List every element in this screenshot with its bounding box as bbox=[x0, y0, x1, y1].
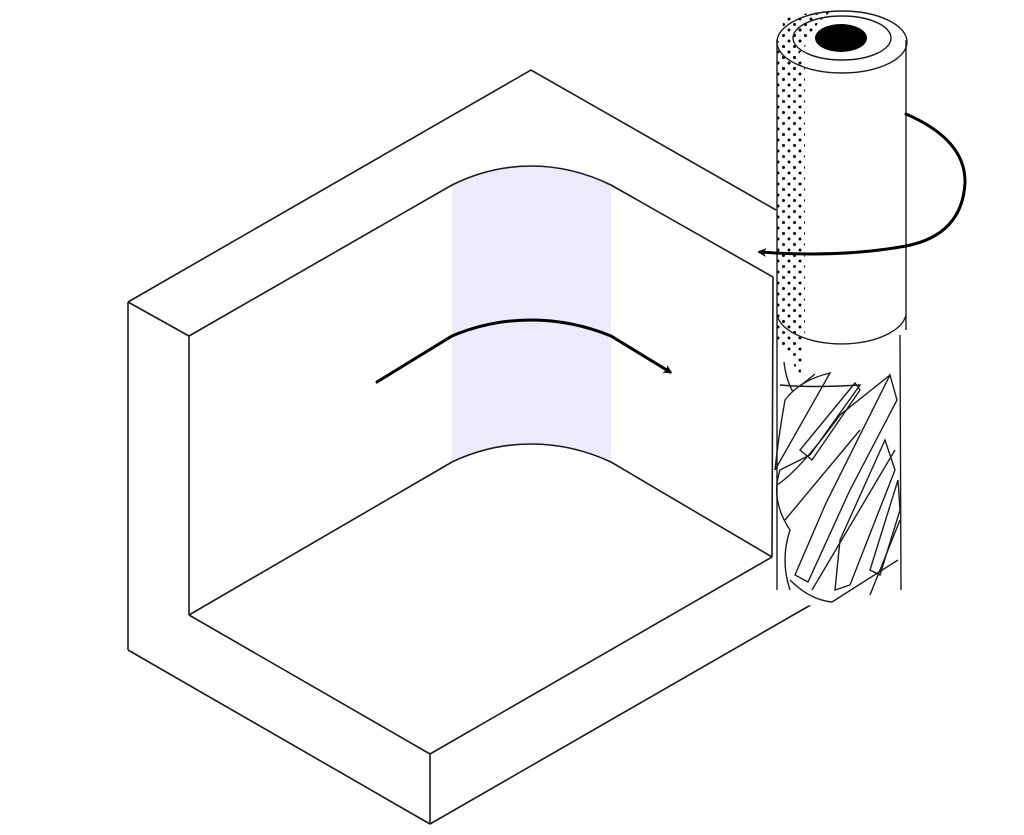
floor-front-edge bbox=[188, 614, 431, 755]
inner-right-wall-edge bbox=[771, 276, 774, 558]
end-mill-tool bbox=[774, 10, 908, 606]
shank-top-ellipse bbox=[776, 10, 908, 74]
left-rim-edge bbox=[127, 301, 190, 337]
spindle-rotation-arrow bbox=[757, 112, 967, 257]
workpiece-block bbox=[127, 69, 829, 825]
floor-back-edge bbox=[188, 443, 773, 616]
corner-highlight-band bbox=[452, 166, 611, 462]
tool-bore-hole bbox=[815, 24, 867, 52]
bottom-right-edge bbox=[429, 594, 829, 825]
shank-inner-ring bbox=[792, 15, 892, 61]
feed-direction-arrow bbox=[375, 318, 673, 384]
shank-bottom-ellipse bbox=[776, 314, 907, 345]
inner-top-edge bbox=[188, 165, 774, 337]
outer-top-edge bbox=[127, 69, 777, 303]
helical-flutes bbox=[774, 334, 902, 603]
shank-shading bbox=[777, 40, 805, 380]
bottom-left-edge bbox=[127, 649, 431, 825]
floor-right-edge bbox=[429, 556, 773, 755]
